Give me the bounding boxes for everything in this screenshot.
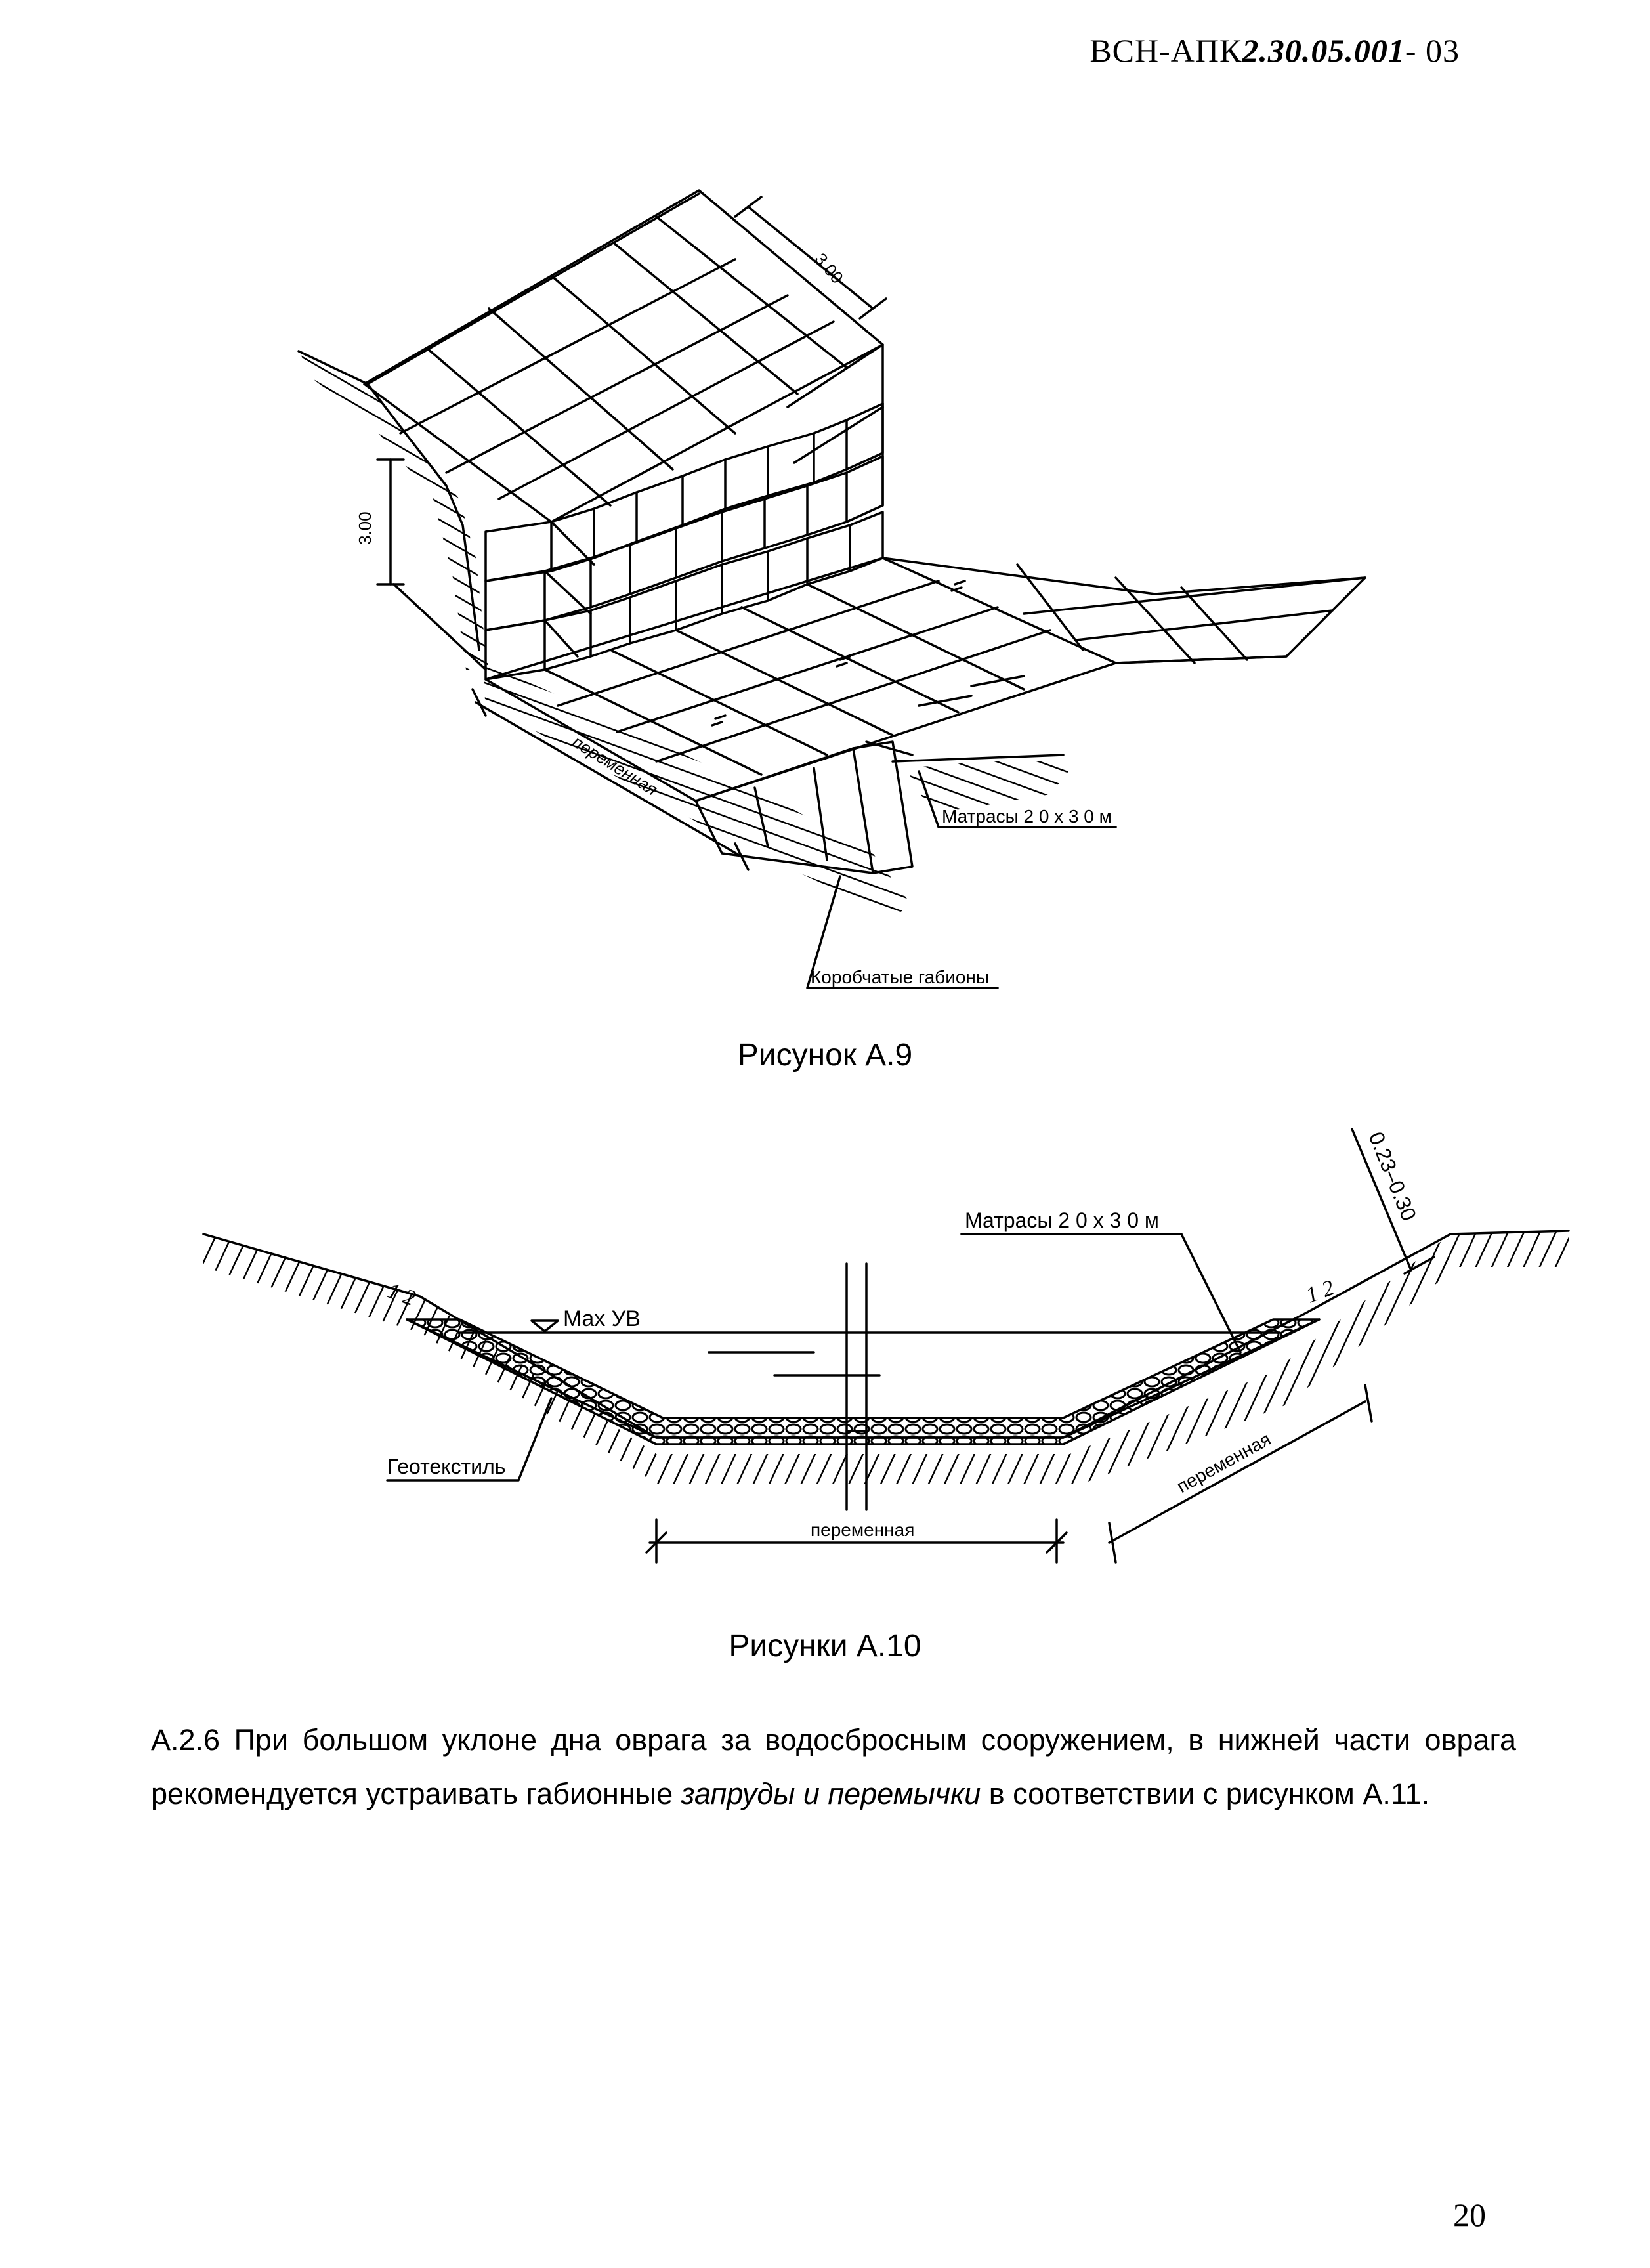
fig-a9-dim-left: 3.00 [355, 511, 375, 545]
fig-a10-slope-right: 1 2 [1303, 1275, 1338, 1308]
fig-a10-water-level: Max УВ [563, 1306, 641, 1331]
fig-a10-label-geotextile: Геотекстиль [387, 1455, 505, 1478]
paragraph-space-1 [795, 1777, 803, 1810]
paragraph-text-2: в соответствии с рисунком А.11. [981, 1777, 1430, 1810]
paragraph-italic-zaprudy: запруды [681, 1777, 795, 1810]
fig-a10-dim-bottom: переменная [811, 1520, 914, 1540]
figure-a10-caption: Рисунки А.10 [729, 1629, 921, 1663]
paragraph-text-1: А.2.6 При большом уклоне дна оврага за в… [151, 1723, 1516, 1810]
figure-a9-caption: Рисунок А.9 [737, 1038, 913, 1073]
page-number: 20 [1453, 2196, 1486, 2233]
figure-a10-drawing: 1 2 1 2 Max УВ Матрасы 2 0 х 3 0 м Геоте… [202, 1128, 1570, 1564]
figure-a9-drawing: 3.00 3.00 переменная Матрасы 2 0 х 3 0 м… [297, 189, 1366, 989]
document-code-number: 2.30.05.001 [1242, 32, 1405, 69]
paragraph-italic-peremychki: перемычки [828, 1777, 981, 1810]
paragraph-a26: А.2.6 При большом уклоне дна оврага за в… [151, 1713, 1516, 1821]
fig-a9-label-mattress: Матрасы 2 0 х 3 0 м [942, 806, 1112, 826]
fig-a10-label-mattress: Матрасы 2 0 х 3 0 м [965, 1209, 1159, 1232]
paragraph-space-2 [820, 1777, 828, 1810]
document-code: ВСН-АПК2.30.05.001- 03 [1089, 32, 1460, 70]
paragraph-italic-i: и [803, 1777, 820, 1810]
document-code-suffix: - 03 [1405, 32, 1460, 69]
fig-a9-label-gabions: Коробчатые габионы [811, 967, 989, 987]
fig-a9-dim-top: 3.00 [811, 249, 847, 288]
document-code-prefix: ВСН-АПК [1089, 32, 1242, 69]
